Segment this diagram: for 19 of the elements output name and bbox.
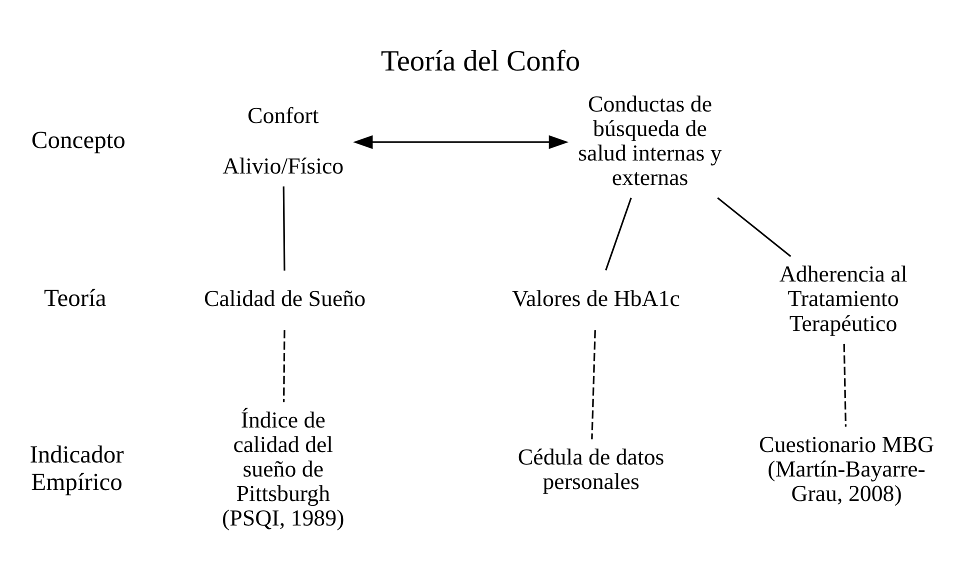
label: Concepto: [31, 126, 126, 154]
node-text: Cédula de datos personales: [518, 444, 664, 494]
connector: [717, 196, 792, 256]
label: Indicador Empírico: [30, 440, 124, 496]
connector: [605, 197, 632, 270]
connector: [843, 343, 847, 426]
node-text: Adherencia al Tratamiento Terapéutico: [779, 261, 908, 336]
label: Teoría: [44, 284, 106, 312]
arrow: [353, 134, 569, 148]
node-text: Calidad de Sueño: [204, 286, 366, 311]
connector: [591, 330, 596, 439]
node-text: Valores de HbA1c: [512, 286, 680, 311]
connector: [282, 186, 286, 270]
node-text: Conductas de búsqueda de salud internas y externas: [578, 90, 722, 190]
connector: [282, 330, 286, 402]
diagram-title: Teoría del Confo: [380, 45, 580, 78]
node-text: Índice de calidad del sueño de Pittsburgh (PSQI, 1989): [222, 406, 344, 530]
node-text: Confort Alivio/Físico: [222, 102, 344, 178]
node-text: Cuestionario MBG (Martín-Bayarre-Grau, 2008): [759, 431, 934, 506]
